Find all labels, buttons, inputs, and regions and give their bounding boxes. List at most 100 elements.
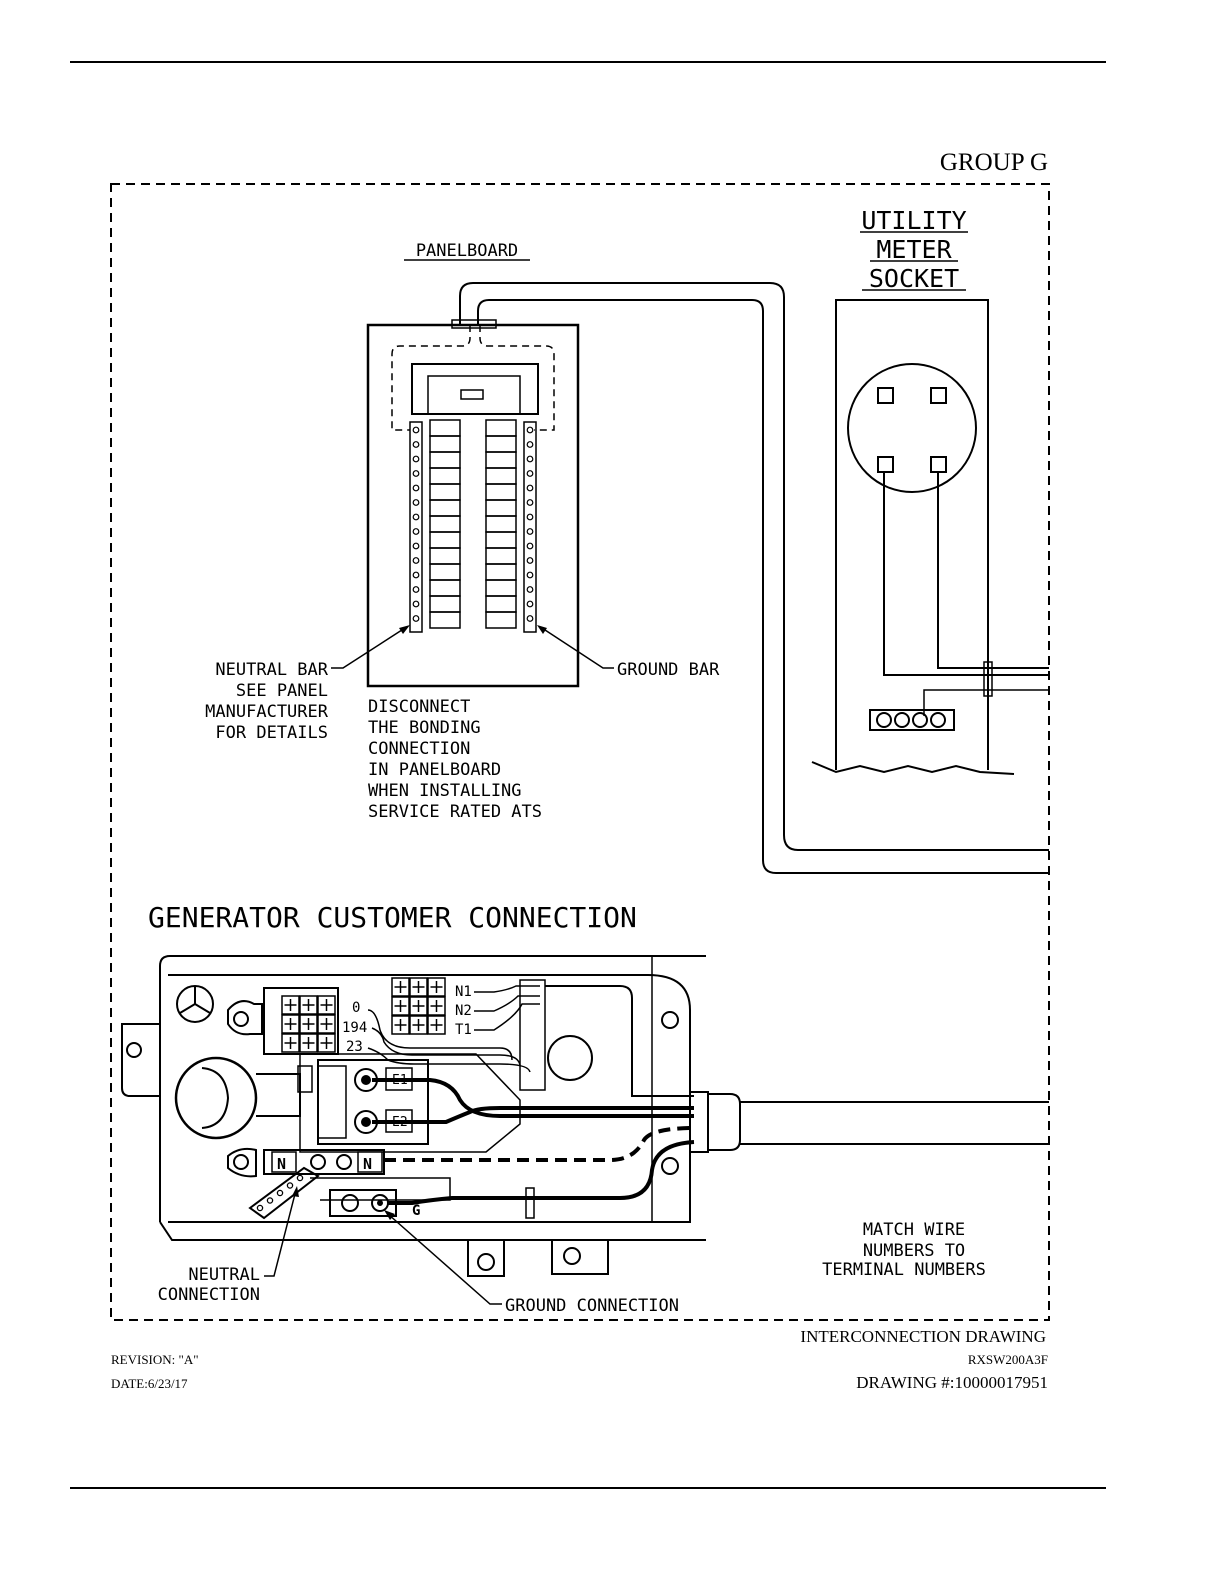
breaker-slot <box>485 467 517 485</box>
breaker-column-left <box>429 419 461 629</box>
terminal-screw <box>320 1037 333 1049</box>
terminal-cell <box>317 1033 336 1053</box>
ground-bar-label: GROUND BAR <box>617 660 720 680</box>
conduit-connector <box>451 319 497 329</box>
gen-back-plate <box>168 974 691 1223</box>
neutral-connection-label-2: CONNECTION <box>158 1285 260 1305</box>
terminal-screw <box>394 1000 407 1012</box>
terminal-cell <box>317 1014 336 1034</box>
ground-bar-arrow <box>537 625 547 634</box>
breaker-slot <box>429 483 461 501</box>
bond-hole <box>286 1182 294 1189</box>
upper-bracket-screw <box>233 1011 249 1027</box>
meter-lug-4 <box>930 712 946 728</box>
bar-screw-hole <box>526 499 534 506</box>
bar-screw-hole <box>412 513 420 521</box>
ground-connection-label: GROUND CONNECTION <box>505 1296 679 1316</box>
meter-enclosure <box>835 299 989 770</box>
e2-lug-center <box>361 1117 371 1127</box>
wire-channel <box>519 979 546 1091</box>
breaker-slot <box>485 579 517 597</box>
neutral-bar-leader <box>331 627 406 669</box>
meter-title-2: METER <box>876 235 952 264</box>
e1-conductor <box>372 1078 694 1118</box>
neutral-lug-1 <box>310 1154 326 1170</box>
bar-screw-hole <box>412 484 420 492</box>
breaker-slot <box>429 515 461 533</box>
breaker-slot <box>485 483 517 501</box>
ground-terminal-label: G <box>412 1203 420 1219</box>
neutral-terminal-label-left: N <box>277 1155 286 1173</box>
control-terminal-194: 194 <box>342 1020 367 1036</box>
neutral-n-box-right <box>357 1151 383 1173</box>
breaker-connector <box>297 1065 313 1093</box>
terminal-screw <box>412 981 425 993</box>
panelboard-enclosure <box>366 323 580 688</box>
ats-wire-n2 <box>474 995 540 1012</box>
bar-screw-hole <box>412 470 420 477</box>
breaker-slot <box>429 611 461 629</box>
ats-wire-n1 <box>474 985 540 993</box>
meter-break-line <box>811 761 1015 775</box>
terminal-cell <box>427 996 446 1016</box>
neutral-bar-label: NEUTRAL BAR <box>215 660 328 680</box>
breaker-slot <box>485 563 517 581</box>
meter-lug-3 <box>912 712 928 728</box>
conduit-inner <box>477 299 1049 874</box>
model-number: RXSW200A3F <box>968 1352 1048 1367</box>
meter-jaw-3 <box>877 456 894 473</box>
ground-lug-1 <box>341 1194 359 1212</box>
terminal-cell <box>409 1015 428 1035</box>
terminal-screw <box>302 1037 315 1049</box>
bar-screw-hole <box>526 600 534 608</box>
disconnect-note-4: IN PANELBOARD <box>368 760 501 780</box>
generator-title: GENERATOR CUSTOMER CONNECTION <box>148 901 637 934</box>
bar-screw-hole <box>412 441 420 448</box>
breaker-slot <box>429 531 461 549</box>
control-wire-0 <box>367 1009 513 1061</box>
breaker-slot <box>485 435 517 453</box>
gen-left-tab <box>121 1023 161 1097</box>
bar-screw-hole <box>526 455 534 463</box>
lower-bracket <box>227 1147 257 1178</box>
conduit-hub-nut <box>689 1091 709 1153</box>
bond-hole <box>276 1189 284 1197</box>
disconnect-note-6: SERVICE RATED ATS <box>368 802 542 822</box>
ground-lug-center <box>377 1200 383 1206</box>
terminal-cell <box>281 1014 300 1034</box>
neutral-bar-arrow <box>399 625 410 634</box>
neutral-connection-leader <box>264 1189 297 1277</box>
panelboard-title: PANELBOARD <box>416 241 518 261</box>
breaker-slot <box>429 547 461 565</box>
neutral-bond-holes <box>256 1174 304 1212</box>
breaker-slot <box>485 595 517 613</box>
bond-hole <box>256 1204 264 1212</box>
main-breaker-handle <box>460 389 484 400</box>
neutral-lug-2 <box>336 1154 352 1170</box>
breaker-slot <box>429 563 461 581</box>
bar-screw-hole <box>412 499 420 506</box>
neutral-connection-arrow <box>292 1186 299 1197</box>
lower-bracket-screw <box>233 1154 249 1170</box>
e2-conductor <box>372 1106 694 1124</box>
gen-mount-tab-1 <box>467 1240 505 1277</box>
drawing-type: INTERCONNECTION DRAWING <box>800 1327 1046 1346</box>
bar-screw-holes <box>412 426 534 622</box>
meter-jaw-4 <box>930 456 947 473</box>
bond-hole <box>296 1174 304 1182</box>
disconnect-note-3: CONNECTION <box>368 739 470 759</box>
breaker-slot <box>429 595 461 613</box>
bar-screw-hole <box>526 542 534 550</box>
terminal-cell <box>391 1015 410 1035</box>
control-bundle-out <box>545 985 694 1097</box>
main-breaker <box>411 363 539 415</box>
terminal-cell <box>391 996 410 1016</box>
bar-screw-hole <box>412 528 420 535</box>
bar-screw-hole <box>526 571 534 579</box>
ats-terminal-block <box>391 977 446 1035</box>
bar-screw-hole <box>412 600 420 608</box>
meter-lug-2 <box>894 712 910 728</box>
control-wire-194 <box>371 1027 521 1066</box>
terminal-screw <box>412 1019 425 1031</box>
neutral-connection-label-1: NEUTRAL <box>188 1265 260 1285</box>
